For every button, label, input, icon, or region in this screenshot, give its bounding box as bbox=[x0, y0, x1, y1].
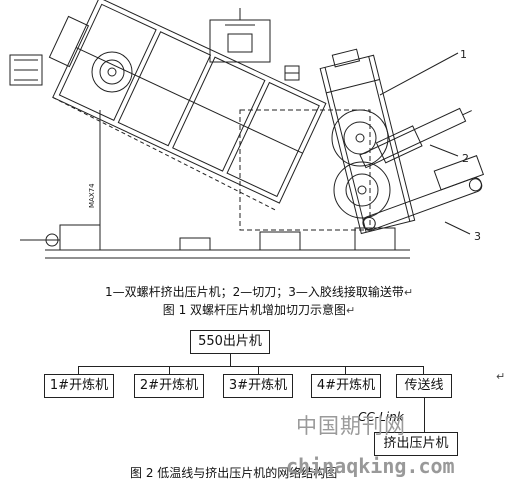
machine-drawing: 1 2 3 MAX74 bbox=[9, 0, 485, 259]
connector-top bbox=[230, 354, 231, 366]
callout-3: 3 bbox=[474, 230, 481, 243]
node-conveyor-line: 传送线 bbox=[396, 374, 452, 398]
connector-cclink bbox=[424, 398, 425, 432]
watermark-url: chinaqking.com bbox=[286, 454, 455, 478]
node-550-extruder: 550出片机 bbox=[190, 330, 270, 354]
flange-circle bbox=[91, 51, 133, 93]
top-roll bbox=[331, 109, 389, 167]
connector-bus bbox=[78, 366, 423, 367]
node-extruder-sheeter: 挤出压片机 bbox=[374, 432, 458, 456]
cc-link-label: CC-Link bbox=[358, 410, 404, 424]
watermark-cn: 中国期刊网 bbox=[296, 414, 406, 438]
dashed-frame bbox=[239, 109, 371, 231]
extruder-body bbox=[48, 0, 327, 211]
roll-tower bbox=[319, 48, 416, 235]
figure1-legend: 1—双螺杆挤出压片机；2—切刀；3—入胶线接取输送带↵ bbox=[104, 285, 414, 299]
side-label: MAX74 bbox=[88, 183, 96, 208]
cutter-arm bbox=[359, 107, 472, 169]
figure2-caption: 图 2 低温线与挤出压片机的网络结构图 bbox=[130, 466, 338, 480]
node-mill-2: 2#开炼机 bbox=[134, 374, 204, 398]
node-mill-4: 4#开炼机 bbox=[311, 374, 381, 398]
bottom-roll bbox=[333, 161, 391, 219]
callout-1: 1 bbox=[460, 48, 467, 61]
callout-2: 2 bbox=[462, 152, 469, 165]
figure1-caption: 图 1 双螺杆压片机增加切刀示意图↵ bbox=[162, 303, 356, 317]
node-mill-3: 3#开炼机 bbox=[223, 374, 293, 398]
node-mill-1: 1#开炼机 bbox=[44, 374, 114, 398]
conveyor-belt bbox=[362, 155, 485, 231]
